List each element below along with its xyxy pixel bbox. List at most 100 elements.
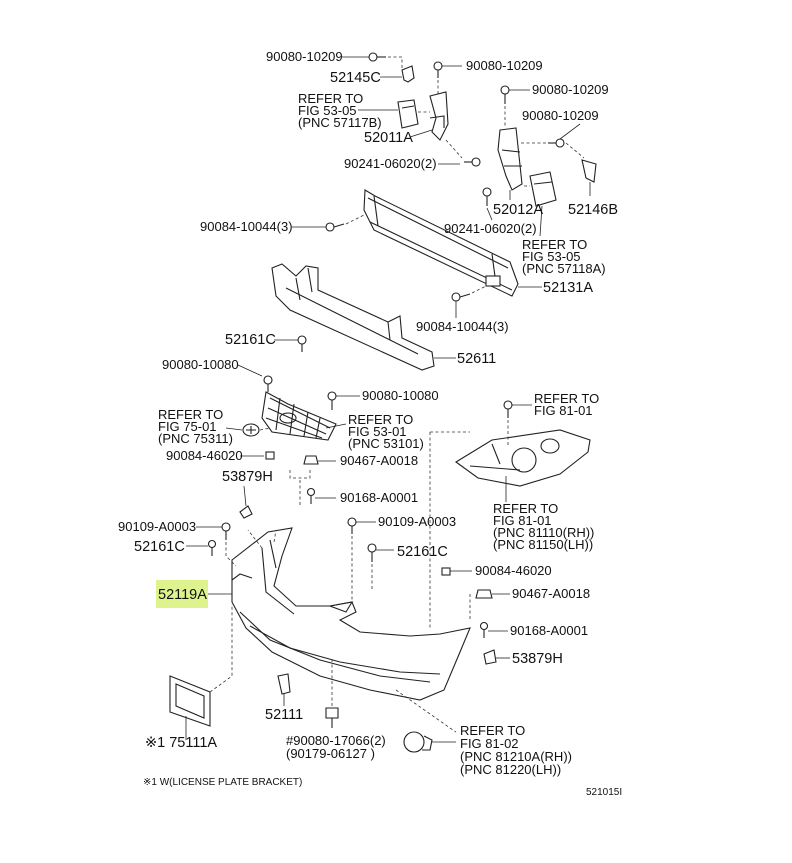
label-90467-a0018-a: 90467-A0018 xyxy=(340,453,418,468)
screw-icon xyxy=(482,187,492,206)
label-90080-10080-a: 90080-10080 xyxy=(162,357,239,372)
reinforcement-beam-52131a xyxy=(363,189,519,297)
label-refer-53101-3: (PNC 53101) xyxy=(348,436,424,451)
label-52131a: 52131A xyxy=(543,280,593,296)
screw-icon xyxy=(503,400,513,418)
label-refer-81110-4: (PNC 81150(LH)) xyxy=(493,537,593,552)
label-90179-06127: (90179-06127 ) xyxy=(286,746,375,761)
label-refer-53101-2: FIG 53-01 xyxy=(348,424,407,439)
label-52161c-b: 52161C xyxy=(134,539,185,555)
bracket-52146b xyxy=(581,159,597,183)
bracket-52145c xyxy=(401,65,415,83)
headlamp-81110 xyxy=(455,429,591,487)
label-52012a: 52012A xyxy=(493,202,543,218)
label-90168-a0001-a: 90168-A0001 xyxy=(340,490,418,505)
grille-53101 xyxy=(261,391,337,441)
label-90168-a0001-b: 90168-A0001 xyxy=(510,623,588,638)
part-57117b xyxy=(397,99,419,129)
label-90109-a0003-a: 90109-A0003 xyxy=(118,519,196,534)
license-plate-bracket-75111a xyxy=(169,675,211,727)
clip-icon xyxy=(367,543,377,562)
label-refer-81110-1: REFER TO xyxy=(493,501,558,516)
clip-icon xyxy=(475,589,493,599)
nut-icon xyxy=(265,451,275,460)
screw-icon xyxy=(464,157,481,167)
label-refer-53101-1: REFER TO xyxy=(348,412,413,427)
label-refer-81210-1: REFER TO xyxy=(460,723,525,738)
part-57118a xyxy=(529,171,557,207)
label-52111: 52111 xyxy=(265,707,303,723)
bracket-52111 xyxy=(277,673,291,695)
bolt-icon xyxy=(433,61,443,78)
label-90467-a0018-b: 90467-A0018 xyxy=(512,586,590,601)
highlight-52119a xyxy=(156,580,208,608)
label-52146b: 52146B xyxy=(568,202,618,218)
label-90080-10209-a: 90080-10209 xyxy=(266,49,343,64)
label-52119a: 52119A xyxy=(158,587,207,603)
bolt-icon xyxy=(451,292,471,302)
bolt-icon xyxy=(368,52,386,62)
label-refer-81210-4: (PNC 81220(LH)) xyxy=(460,762,561,777)
clip-icon xyxy=(303,455,319,465)
label-refer-75311-1: REFER TO xyxy=(158,407,223,422)
label-refer-57117b-2: FIG 53-05 xyxy=(298,103,357,118)
label-90080-10209-d: 90080-10209 xyxy=(522,108,599,123)
label-refer-81-01-top-2: FIG 81-01 xyxy=(534,403,593,418)
screw-icon xyxy=(325,707,339,728)
clip-icon xyxy=(297,335,307,352)
bolt-icon xyxy=(325,222,345,232)
label-90241-06020-b: 90241-06020(2) xyxy=(444,221,537,236)
bolt-icon xyxy=(500,85,510,104)
label-refer-75311-3: (PNC 75311) xyxy=(158,431,233,446)
bolt-icon xyxy=(548,138,565,148)
label-refer-81210-2: FIG 81-02 xyxy=(460,736,519,751)
label-refer-81110-2: FIG 81-01 xyxy=(493,513,552,528)
bolt-icon xyxy=(327,391,337,410)
bracket-52012a xyxy=(497,127,523,191)
label-refer-81110-3: (PNC 81110(RH)) xyxy=(493,525,594,540)
label-90084-10044-a: 90084-10044(3) xyxy=(200,219,293,234)
label-52145c: 52145C xyxy=(330,70,381,86)
label-75111a: ※1 75111A xyxy=(145,735,217,751)
diagram-id: 521015I xyxy=(586,787,622,798)
bumper-cover-52119a xyxy=(231,527,471,701)
bracket-52011a xyxy=(429,91,449,141)
label-refer-57118a-1: REFER TO xyxy=(522,237,587,252)
label-refer-57118a-3: (PNC 57118A) xyxy=(522,261,606,276)
label-52611: 52611 xyxy=(457,351,496,367)
emblem-75311 xyxy=(242,423,260,437)
label-90080-17066: #90080-17066(2) xyxy=(286,733,386,748)
nut-icon xyxy=(441,567,451,576)
fog-lamp-81210a xyxy=(403,731,433,753)
clip-icon xyxy=(207,539,217,556)
screw-icon xyxy=(347,517,357,534)
label-53879h-a: 53879H xyxy=(222,469,273,485)
clip-53879h xyxy=(483,649,497,665)
energy-absorber-52611 xyxy=(271,263,435,371)
screw-icon xyxy=(479,621,489,638)
label-53879h-b: 53879H xyxy=(512,651,563,667)
label-90241-06020-a: 90241-06020(2) xyxy=(344,156,437,171)
label-52161c-c: 52161C xyxy=(397,544,448,560)
label-90080-10209-c: 90080-10209 xyxy=(532,82,609,97)
label-90084-46020-a: 90084-46020 xyxy=(166,448,243,463)
label-52011a: 52011A xyxy=(364,130,413,146)
label-90080-10080-b: 90080-10080 xyxy=(362,388,439,403)
bolt-icon xyxy=(263,375,273,392)
label-refer-75311-2: FIG 75-01 xyxy=(158,419,217,434)
label-refer-81-01-top-1: REFER TO xyxy=(534,391,599,406)
footnote: ※1 W(LICENSE PLATE BRACKET) xyxy=(143,777,302,788)
label-refer-57117b-3: (PNC 57117B) xyxy=(298,115,382,130)
label-90109-a0003-b: 90109-A0003 xyxy=(378,514,456,529)
label-90084-46020-b: 90084-46020 xyxy=(475,563,552,578)
label-52161c-a: 52161C xyxy=(225,332,276,348)
label-refer-57118a-2: FIG 53-05 xyxy=(522,249,581,264)
label-90084-10044-b: 90084-10044(3) xyxy=(416,319,509,334)
clip-53879h xyxy=(239,505,253,519)
screw-icon xyxy=(306,487,316,504)
label-90080-10209-b: 90080-10209 xyxy=(466,58,543,73)
label-refer-57117b-1: REFER TO xyxy=(298,91,363,106)
label-refer-81210-3: (PNC 81210A(RH)) xyxy=(460,749,572,764)
